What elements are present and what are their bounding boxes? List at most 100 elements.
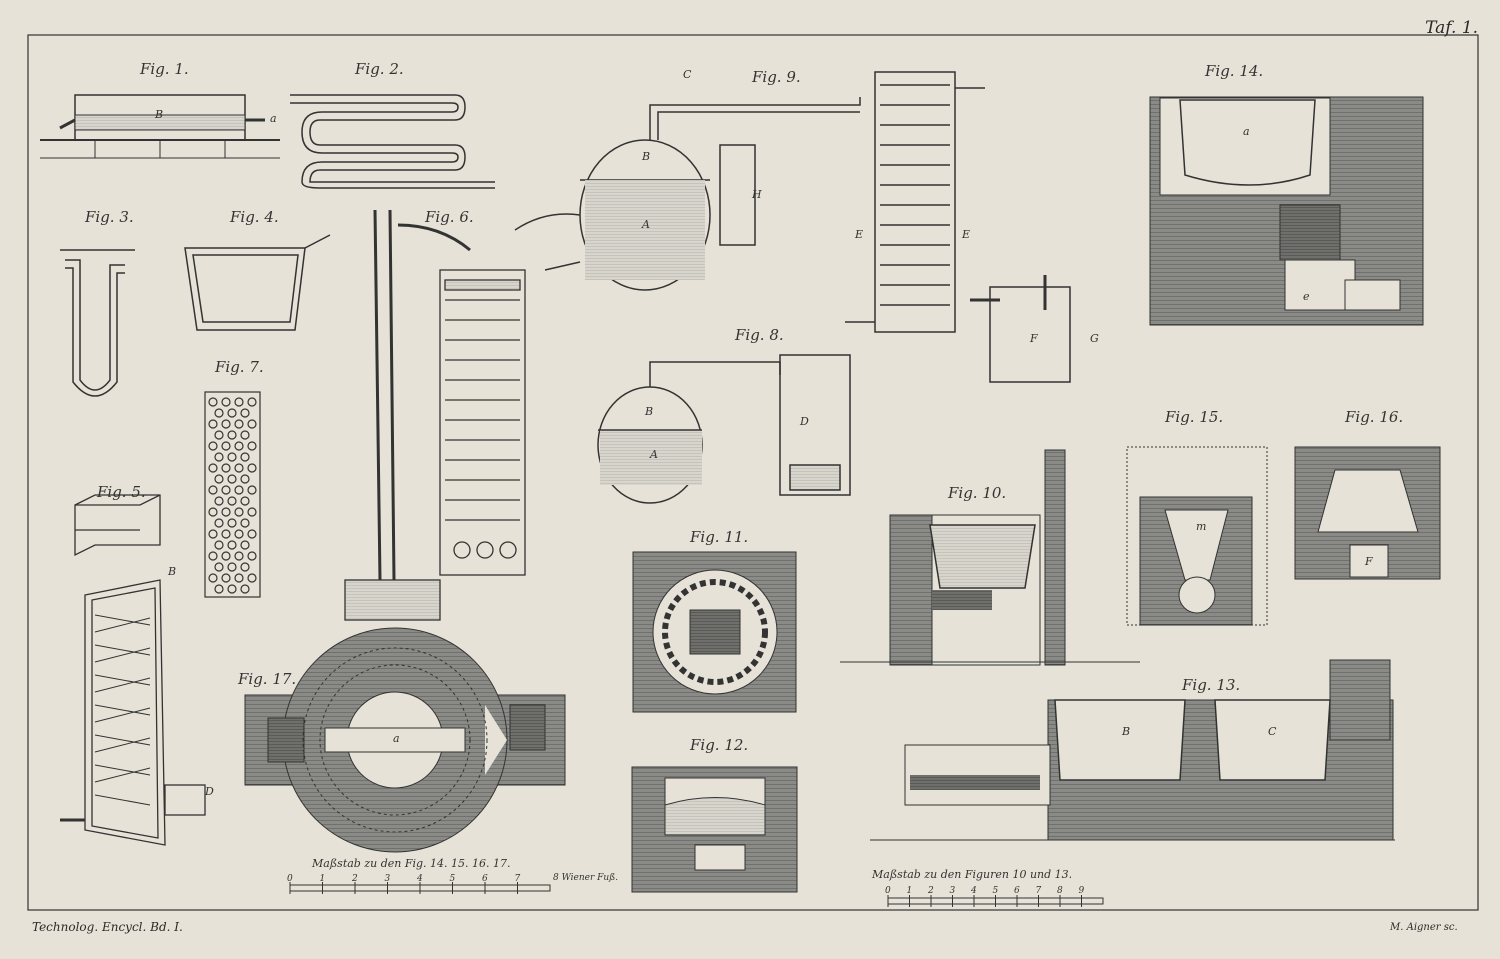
fig2-drawing — [290, 94, 495, 189]
fig7-hole — [227, 518, 237, 528]
fig7-hole — [221, 529, 231, 539]
fig7-hole — [208, 507, 218, 517]
letter-a: a — [270, 112, 277, 125]
fig15-drawing — [1126, 446, 1268, 626]
letter-A: A — [650, 448, 658, 461]
fig7-hole — [214, 496, 224, 506]
fig7-hole — [227, 430, 237, 440]
fig7-hole — [240, 474, 250, 484]
fig2-caption: Fig. 2. — [355, 60, 404, 78]
fig7-hole — [240, 518, 250, 528]
fig12-caption: Fig. 12. — [690, 736, 749, 754]
fig7-hole — [240, 562, 250, 572]
scale-tick-label: 2 — [928, 886, 934, 896]
fig6-caption: Fig. 6. — [425, 208, 474, 226]
fig7-hole — [221, 485, 231, 495]
scale-tick-label: 3 — [384, 874, 391, 884]
scale-tick-label: 5 — [992, 886, 999, 896]
scale-tick-label: 7 — [1035, 886, 1042, 896]
fig7-hole — [221, 551, 231, 561]
fig7-hole — [240, 496, 250, 506]
letter-A: A — [642, 218, 650, 231]
fig7-hole — [227, 452, 237, 462]
scale-tick-label: 7 — [514, 874, 521, 884]
fig7-hole — [227, 562, 237, 572]
fig5-drawing — [74, 494, 161, 557]
fig7-hole — [221, 441, 231, 451]
fig9-drawing — [514, 71, 1071, 383]
fig9-caption: Fig. 9. — [752, 68, 801, 86]
fig4-caption: Fig. 4. — [230, 208, 279, 226]
plate-border — [27, 34, 1479, 911]
fig7-hole — [208, 397, 218, 407]
fig11-drawing — [632, 551, 797, 713]
fig7-hole — [214, 540, 224, 550]
fig10-caption: Fig. 10. — [948, 484, 1007, 502]
letter-B: B — [168, 565, 177, 578]
fig13-drawing — [870, 659, 1395, 841]
fig4-drawing — [184, 234, 331, 331]
scale-tick-label: 0 — [287, 874, 293, 884]
fig7-hole — [240, 408, 250, 418]
fig7-hole — [221, 507, 231, 517]
fig3-drawing — [60, 249, 135, 397]
scale-left-bar — [289, 882, 551, 894]
fig7-hole — [227, 584, 237, 594]
letter-D: D — [800, 415, 809, 428]
fig7-hole — [234, 463, 244, 473]
scale-tick-label: 6 — [482, 874, 488, 884]
fig7-hole — [247, 463, 257, 473]
fig7-hole — [227, 474, 237, 484]
fig7-hole — [214, 518, 224, 528]
scale-tick-label: 4 — [971, 886, 977, 896]
letter-e: e — [1303, 290, 1310, 303]
fig7-hole — [214, 584, 224, 594]
fig1-caption: Fig. 1. — [140, 60, 189, 78]
fig7-hole — [234, 485, 244, 495]
letter-F: F — [1365, 555, 1373, 568]
fig5-caption: Fig. 5. — [97, 483, 146, 501]
footer-right: M. Aigner sc. — [1390, 922, 1458, 933]
fig13-caption: Fig. 13. — [1182, 676, 1241, 694]
fig7-holes — [208, 397, 257, 594]
fig7-hole — [208, 419, 218, 429]
fig7-drawing — [204, 391, 261, 598]
fig12-drawing — [631, 766, 798, 893]
letter-m: m — [1196, 520, 1207, 533]
letter-B: B — [155, 108, 164, 121]
letter-H: H — [752, 188, 762, 201]
fig7-hole — [247, 397, 257, 407]
fig17-caption: Fig. 17. — [238, 670, 297, 688]
fig8-drawing — [597, 354, 851, 504]
letter-a: a — [1243, 125, 1250, 138]
fig7-hole — [247, 573, 257, 583]
scale-tick-label: 4 — [417, 874, 423, 884]
fig7-hole — [240, 540, 250, 550]
fig7-hole — [234, 529, 244, 539]
scale-tick-label: 9 — [1078, 886, 1085, 896]
fig11-caption: Fig. 11. — [690, 528, 749, 546]
fig7-hole — [221, 463, 231, 473]
fig7-hole — [247, 529, 257, 539]
fig17-drawing — [244, 627, 566, 853]
fig10-drawing — [840, 449, 1140, 666]
fig7-hole — [208, 551, 218, 561]
fig7-caption: Fig. 7. — [215, 358, 264, 376]
letter-E: E — [855, 228, 864, 241]
fig16-caption: Fig. 16. — [1345, 408, 1404, 426]
fig7-hole — [214, 408, 224, 418]
letter-F: F — [1030, 332, 1038, 345]
letter-B: B — [1122, 725, 1131, 738]
fig7-hole — [240, 584, 250, 594]
fig7-hole — [247, 419, 257, 429]
scale-tick-label: 6 — [1014, 886, 1020, 896]
scale-tick-label: 0 — [885, 886, 891, 896]
fig14-caption: Fig. 14. — [1205, 62, 1264, 80]
letter-B: B — [645, 405, 654, 418]
fig7-hole — [221, 573, 231, 583]
scale-tick-label: 8 — [1057, 886, 1063, 896]
fig7-hole — [234, 507, 244, 517]
fig7-hole — [214, 474, 224, 484]
fig7-hole — [208, 529, 218, 539]
